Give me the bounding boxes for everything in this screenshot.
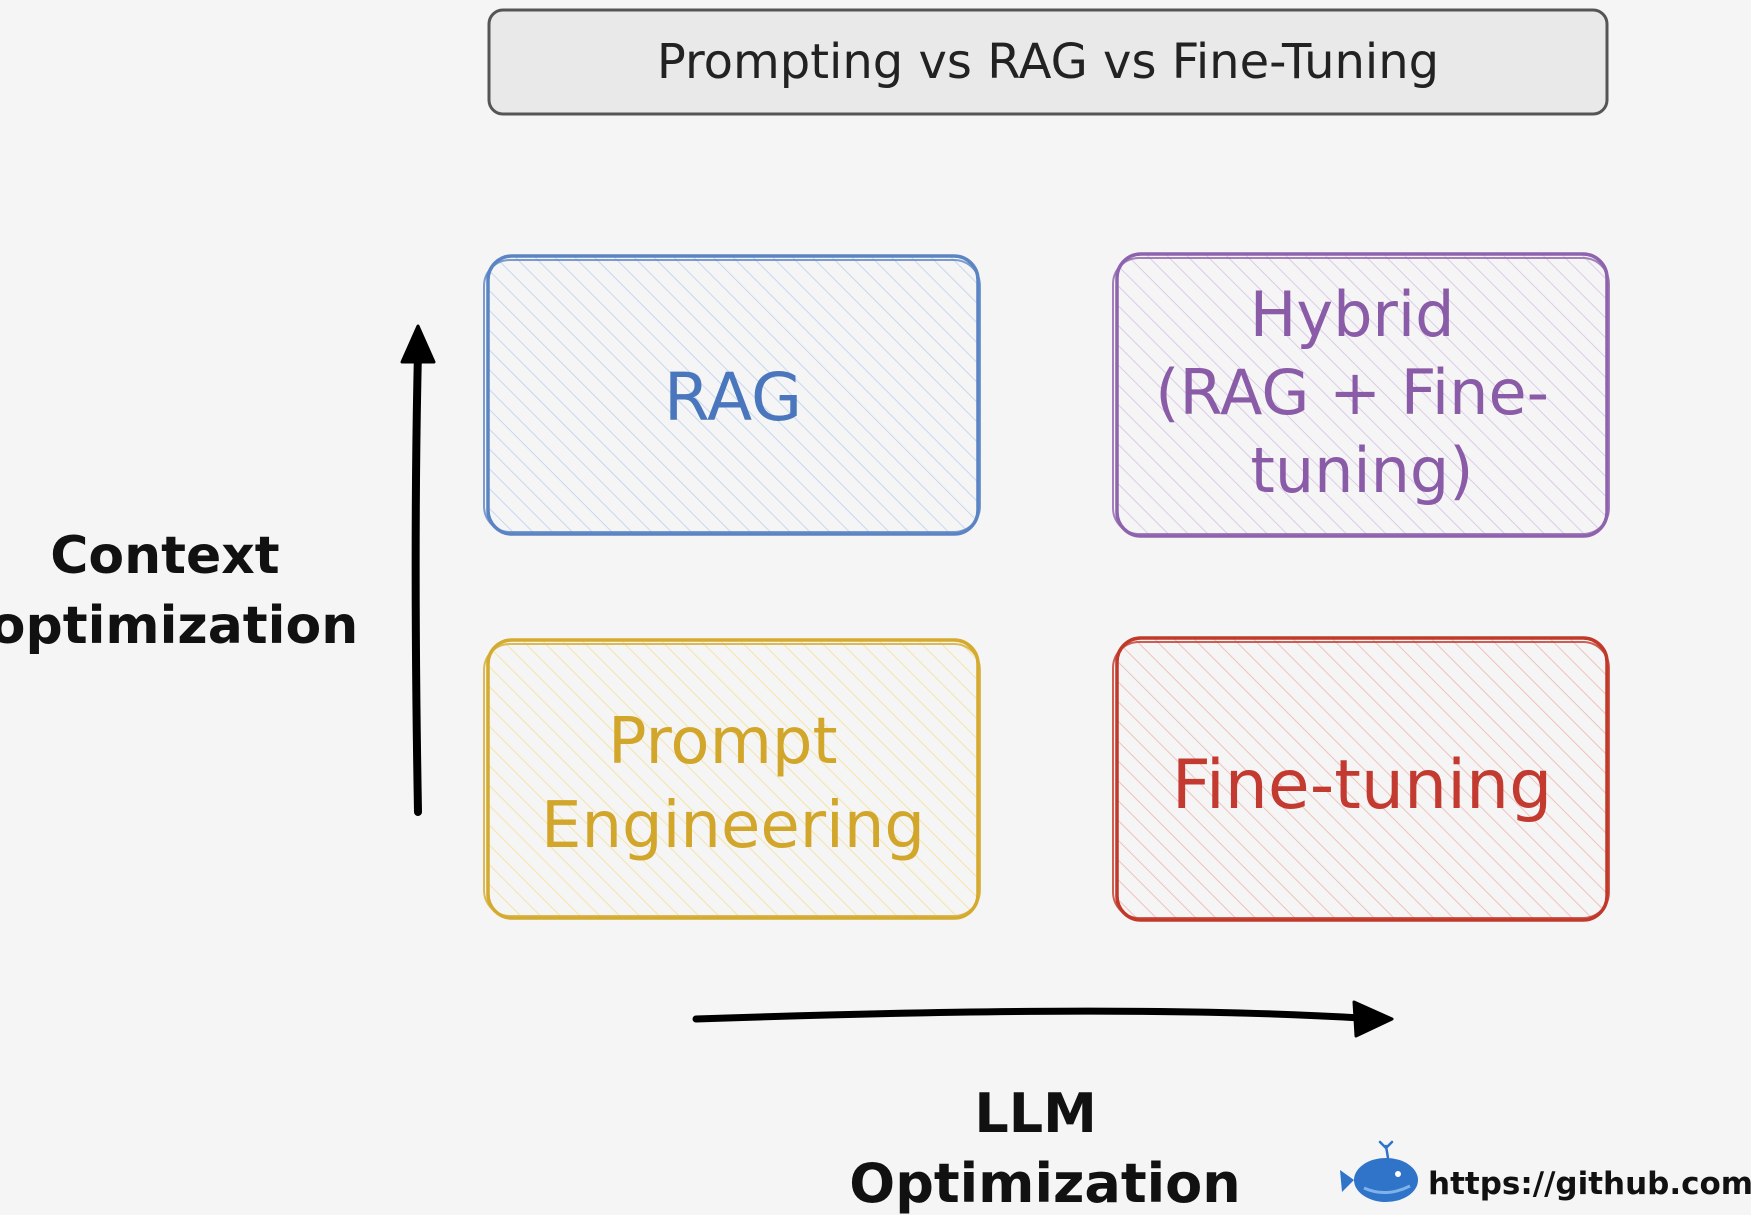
prompt-label-line-2: Engineering [541, 789, 925, 863]
svg-text:RAG: RAG [664, 359, 802, 436]
x-axis-label-line-2: Optimization [849, 1152, 1240, 1215]
prompt-label-line-1: Prompt [608, 705, 838, 779]
y-axis-label-line-2: optimization [0, 596, 358, 656]
diagram-title: Prompting vs RAG vs Fine-Tuning [657, 34, 1439, 90]
title-box: Prompting vs RAG vs Fine-Tuning [487, 8, 1609, 116]
quadrant-finetune: Fine-tuning [1112, 636, 1610, 922]
x-axis-arrow [692, 1000, 1394, 1038]
svg-text:Prompt Engineering: Prompt Engineering [541, 705, 925, 863]
whale-icon [1340, 1140, 1418, 1202]
hybrid-label-line-1: Hybrid [1250, 278, 1455, 351]
y-axis-label-line-1: Context [50, 526, 279, 586]
hybrid-label-line-2: (RAG + Fine- [1155, 356, 1549, 429]
finetune-label: Fine-tuning [1172, 746, 1553, 825]
footer-watermark: https://github.com/dataw [1340, 1140, 1751, 1202]
svg-text:LLM Optimization: LLM Optimization [849, 1082, 1240, 1215]
hybrid-label-line-3: tuning) [1251, 434, 1474, 507]
svg-text:Hybrid (RAG + Fine-: Hybrid (RAG + Fine- tuning) [1155, 278, 1568, 507]
y-axis-arrow [400, 324, 436, 816]
svg-text:Fine-tuning: Fine-tuning [1172, 746, 1553, 825]
footer-url: https://github.com/dataw [1428, 1166, 1751, 1202]
quadrant-prompt: Prompt Engineering [483, 638, 981, 920]
x-axis-label-line-1: LLM [974, 1082, 1097, 1145]
quadrant-hybrid: Hybrid (RAG + Fine- tuning) [1112, 252, 1610, 538]
svg-text:Context optimization: Context optimization [0, 526, 358, 656]
quadrant-rag: RAG [483, 254, 981, 536]
rag-label: RAG [664, 359, 802, 436]
